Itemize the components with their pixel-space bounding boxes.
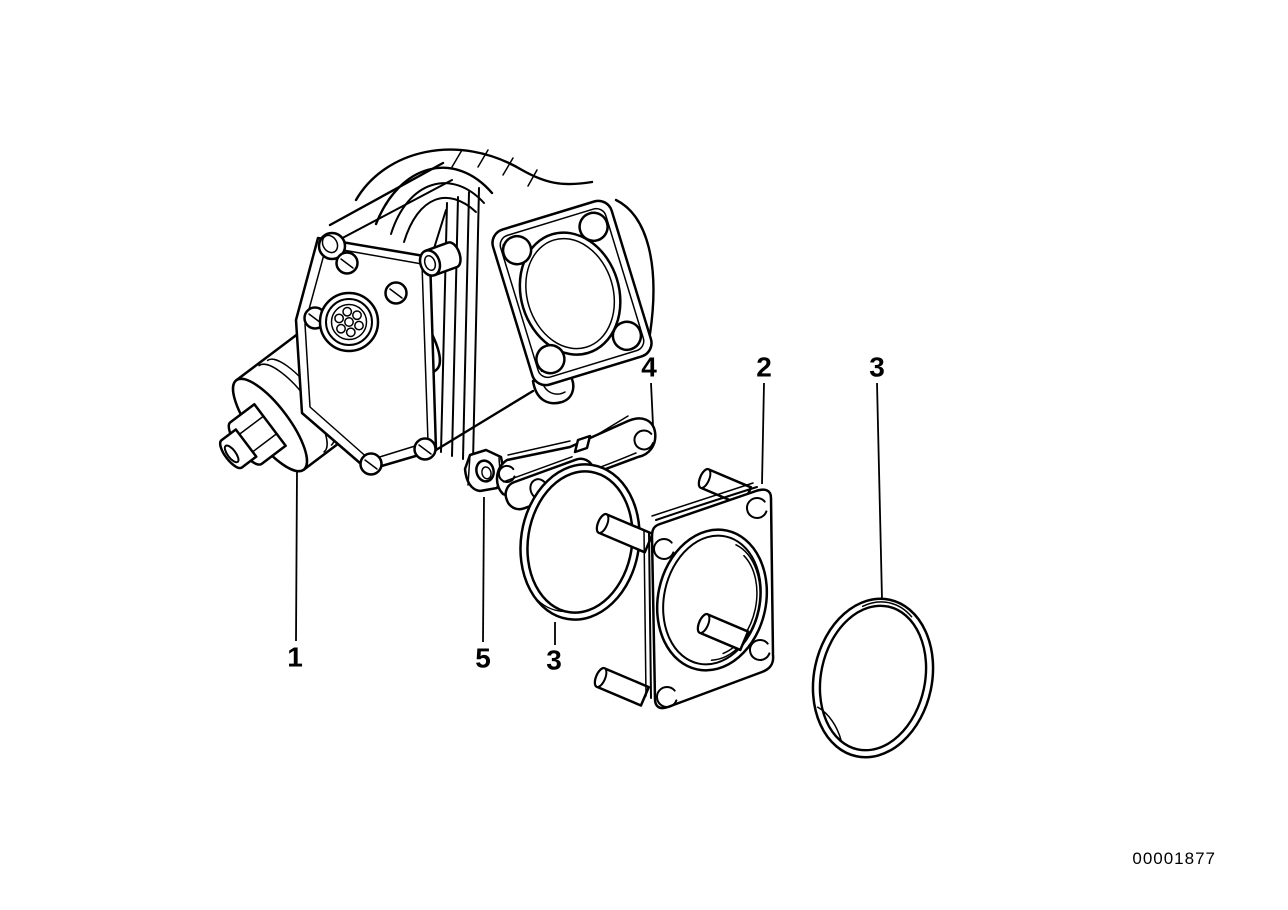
callout-label: 2 (756, 352, 772, 383)
inlet-flange-face (491, 199, 653, 387)
body-dome-contours (328, 148, 655, 336)
drawing-number: 00001877 (1132, 849, 1216, 868)
bracket-hole (633, 429, 654, 451)
motor-mounting-plate (294, 231, 462, 476)
gasket-ring (519, 463, 641, 621)
callout-label: 3 (869, 352, 885, 383)
plate-boss (317, 231, 347, 261)
part-3-o-ring (811, 597, 935, 759)
mounting-stud (696, 612, 750, 652)
electrical-connector (318, 291, 380, 353)
flange-corner-hole (501, 234, 533, 266)
callouts: 1 5 3 4 2 3 (287, 352, 885, 676)
shaft-tube-boss (418, 241, 462, 277)
callout-leader-line (482, 496, 485, 643)
part-5-hex-nut (463, 448, 506, 493)
motor-hex-shaft-end (218, 402, 287, 470)
part-1-throttle-actuator-assembly (218, 148, 655, 476)
flange-corner-hole (611, 320, 643, 352)
callout-label: 3 (546, 645, 562, 676)
adapter-flange-corner-holes (653, 497, 771, 708)
mounting-stud (595, 512, 654, 554)
flange-corner-hole (535, 343, 566, 375)
part-3-gasket (502, 456, 641, 621)
callout-leader-line (761, 382, 765, 485)
callout-label: 4 (641, 352, 657, 383)
callout-label: 5 (475, 643, 491, 674)
callout-label: 1 (287, 642, 303, 673)
mounting-stud (593, 666, 651, 707)
throttle-bore (518, 231, 622, 356)
part-2-adapter-flange (593, 467, 775, 710)
flange-corner-hole (578, 211, 609, 243)
callout-leader-line (295, 469, 298, 642)
callout-leader-line (650, 382, 654, 426)
callout-leader-line (876, 382, 883, 600)
bracket-tab (573, 434, 592, 454)
bracket-hole (497, 464, 516, 483)
